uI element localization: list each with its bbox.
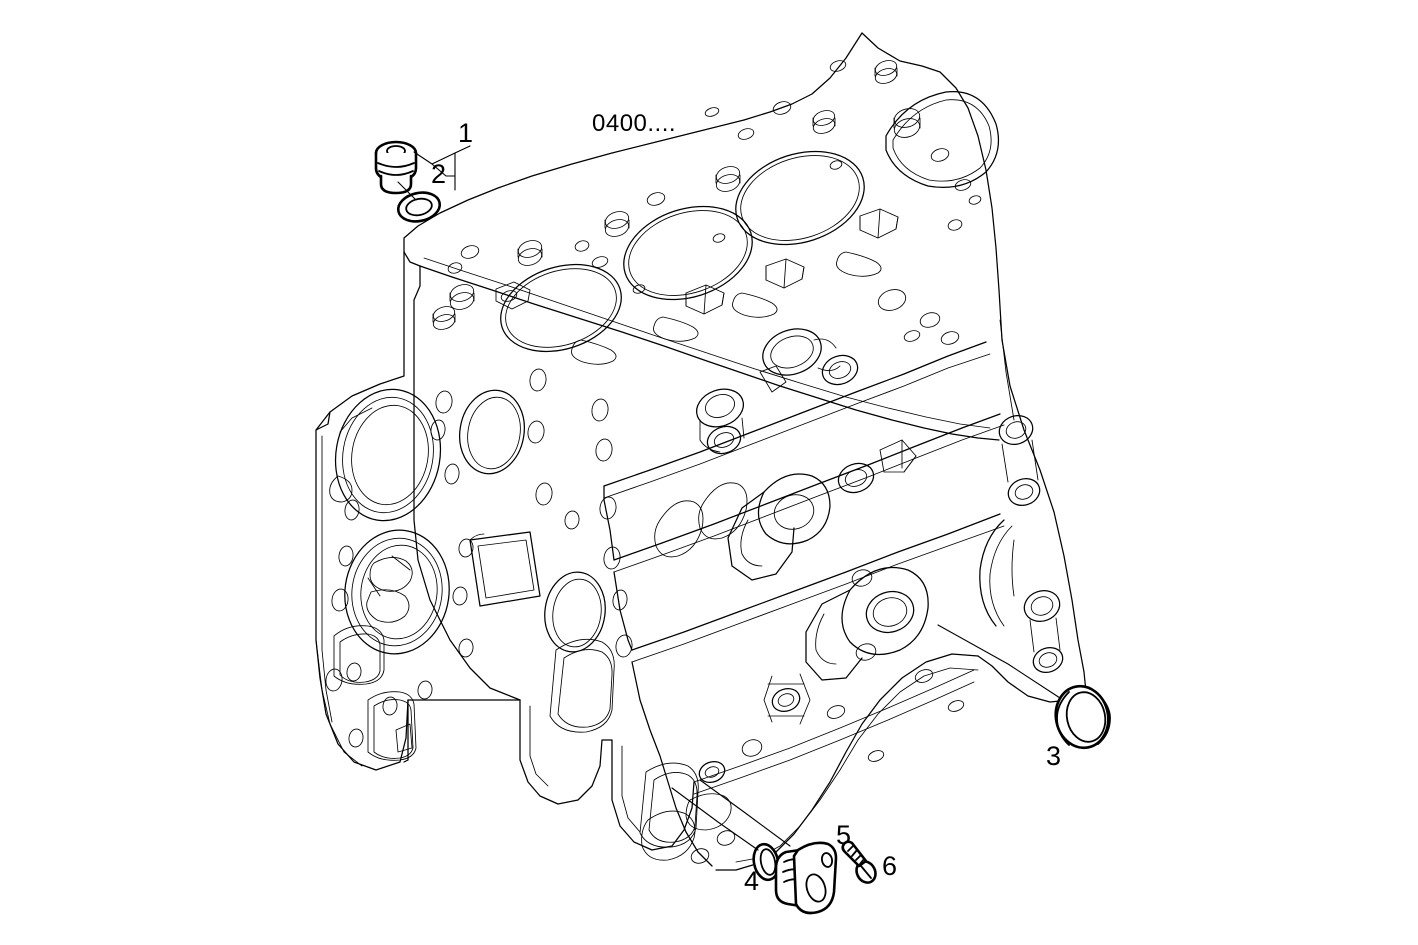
right-edge-bosses [979, 319, 1064, 674]
mount-pad-lower [805, 566, 929, 681]
center-rib-wall [519, 638, 699, 851]
front-face [315, 251, 633, 771]
part-1-plug[interactable] [374, 140, 418, 195]
callout-label-4: 4 [744, 866, 759, 896]
part-6-screw[interactable] [841, 840, 879, 886]
cylinder-bores [500, 90, 999, 353]
part-2-sealing-ring[interactable] [396, 189, 443, 225]
diagram-title: 0400.... [592, 110, 676, 137]
deck-face [403, 32, 1000, 441]
sump-rail-features [641, 810, 736, 864]
part-5-bracket[interactable] [774, 841, 838, 915]
engine-block-body [315, 32, 1087, 871]
leader-4-5 [671, 779, 791, 851]
callout-label-6: 6 [882, 851, 897, 881]
leader-1-2 [397, 181, 417, 201]
callout-label-1: 1 [458, 118, 473, 148]
part-3-cup-plug[interactable] [1050, 681, 1114, 752]
front-bore-small [459, 389, 525, 475]
callout-label-3: 3 [1046, 741, 1061, 771]
callout-label-2: 2 [431, 159, 446, 189]
leader-3 [937, 624, 1061, 699]
part-4-o-ring[interactable] [751, 842, 782, 882]
front-bore-lower [344, 529, 450, 655]
front-bore-upper [334, 388, 442, 522]
leader-bracket-1-2 [413, 145, 471, 191]
sump-face [315, 639, 409, 767]
callout-label-5: 5 [836, 820, 851, 850]
deck-holes [432, 60, 982, 365]
boss-cluster-mid [654, 439, 917, 581]
boss-cluster-upper [695, 328, 859, 455]
front-face-bolt-holes [325, 368, 633, 748]
front-bore-mid [544, 571, 606, 653]
